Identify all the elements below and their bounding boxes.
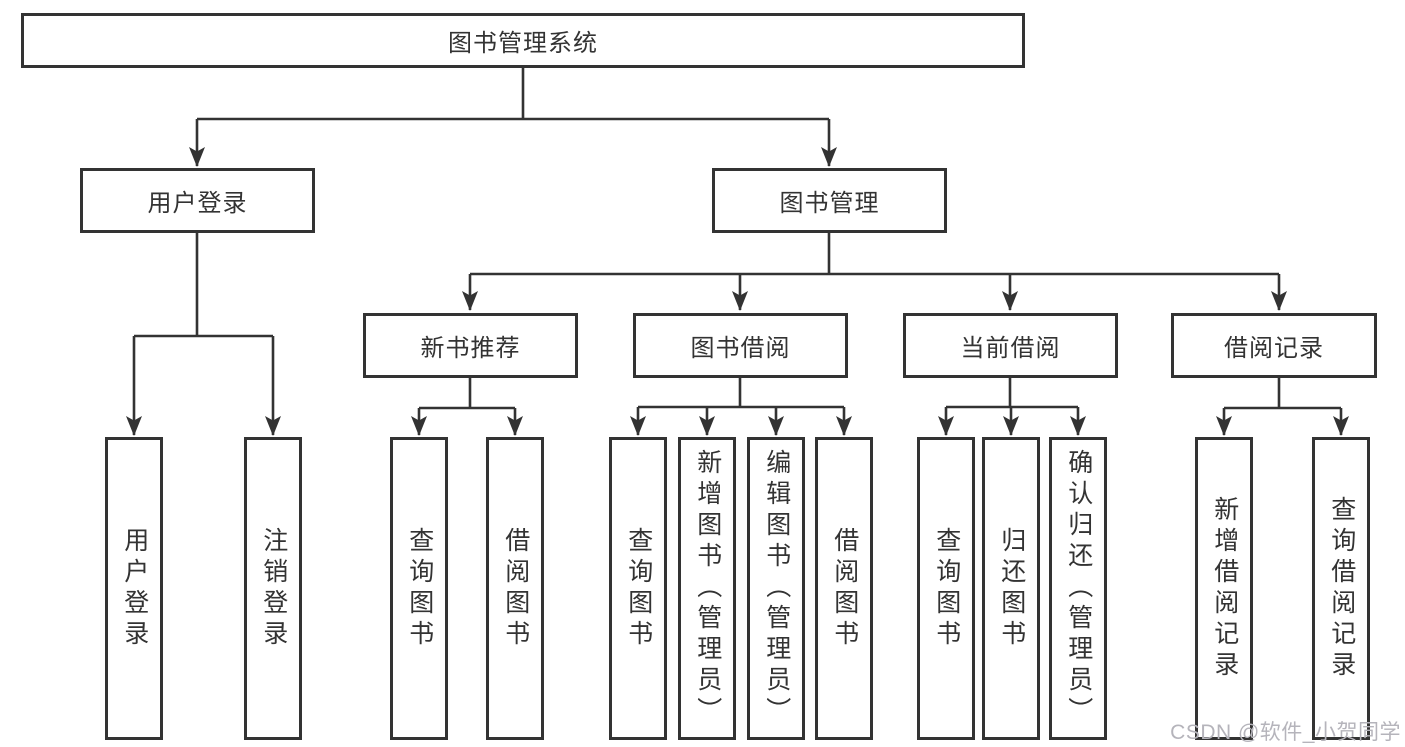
- leaf-return-books-label: 归还图书: [997, 526, 1026, 651]
- node-book-borrowing: 图书借阅: [633, 313, 848, 378]
- node-user-login-label: 用户登录: [147, 190, 248, 217]
- leaf-query-books-3-label: 查询图书: [932, 526, 961, 651]
- node-borrowing-records: 借阅记录: [1171, 313, 1377, 378]
- node-current-borrowing: 当前借阅: [903, 313, 1118, 378]
- leaf-add-borrow-record-label: 新增借阅记录: [1210, 495, 1239, 682]
- leaf-borrow-books-1-label: 借阅图书: [501, 526, 530, 651]
- leaf-logout: 注销登录: [244, 437, 302, 740]
- node-book-management-label: 图书管理: [779, 190, 880, 217]
- leaf-edit-books-admin-label: 编辑图书（管理员）: [762, 449, 791, 728]
- node-current-borrowing-label: 当前借阅: [960, 335, 1061, 362]
- leaf-borrow-books-2-label: 借阅图书: [830, 526, 859, 651]
- node-user-login: 用户登录: [80, 168, 315, 233]
- node-book-management: 图书管理: [712, 168, 947, 233]
- leaf-query-books-1-label: 查询图书: [405, 526, 434, 651]
- leaf-logout-label: 注销登录: [259, 526, 288, 651]
- node-new-book-recommend-label: 新书推荐: [420, 335, 521, 362]
- leaf-query-books-1: 查询图书: [390, 437, 448, 740]
- leaf-user-login-label: 用户登录: [120, 526, 149, 651]
- leaf-confirm-return-admin: 确认归还（管理员）: [1049, 437, 1107, 740]
- leaf-add-books-admin-label: 新增图书（管理员）: [693, 449, 722, 728]
- csdn-watermark: CSDN @软件_小贺同学: [1170, 721, 1401, 744]
- leaf-add-books-admin: 新增图书（管理员）: [678, 437, 736, 740]
- node-library-system: 图书管理系统: [21, 13, 1025, 68]
- leaf-borrow-books-1: 借阅图书: [486, 437, 544, 740]
- leaf-query-books-3: 查询图书: [917, 437, 975, 740]
- node-borrowing-records-label: 借阅记录: [1224, 335, 1324, 362]
- leaf-return-books: 归还图书: [982, 437, 1040, 740]
- leaf-add-borrow-record: 新增借阅记录: [1195, 437, 1253, 740]
- leaf-edit-books-admin: 编辑图书（管理员）: [747, 437, 805, 740]
- leaf-query-borrow-record: 查询借阅记录: [1312, 437, 1370, 740]
- node-library-system-label: 图书管理系统: [448, 30, 598, 57]
- leaf-confirm-return-admin-label: 确认归还（管理员）: [1064, 449, 1093, 728]
- leaf-query-books-2: 查询图书: [609, 437, 667, 740]
- leaf-query-books-2-label: 查询图书: [624, 526, 653, 651]
- node-book-borrowing-label: 图书借阅: [690, 335, 791, 362]
- node-new-book-recommend: 新书推荐: [363, 313, 578, 378]
- connector-group: [126, 68, 1349, 436]
- leaf-query-borrow-record-label: 查询借阅记录: [1327, 495, 1356, 682]
- leaf-borrow-books-2: 借阅图书: [815, 437, 873, 740]
- leaf-user-login: 用户登录: [105, 437, 163, 740]
